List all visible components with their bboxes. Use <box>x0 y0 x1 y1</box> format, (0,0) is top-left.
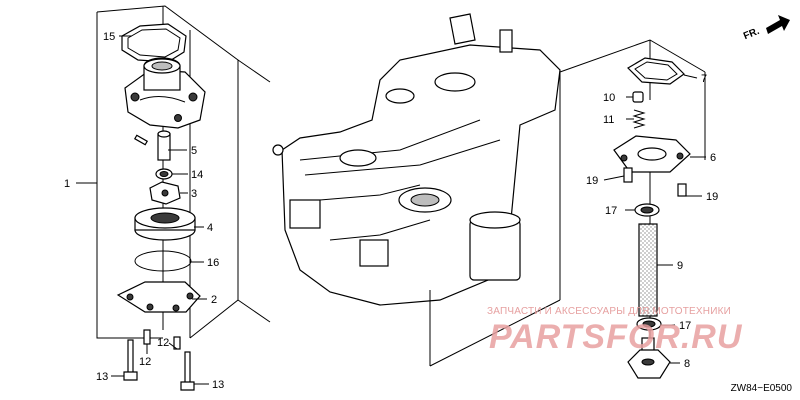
callout-3: 3 <box>191 188 197 200</box>
callout-11: 11 <box>603 114 614 126</box>
clamp-17-bottom <box>636 317 662 331</box>
callout-9: 9 <box>677 260 683 272</box>
callout-17b: 17 <box>679 320 691 332</box>
callout-17a: 17 <box>605 205 617 217</box>
callout-6: 6 <box>710 152 716 164</box>
watermark-logo: PARTSFOR.RU <box>489 318 743 356</box>
right-assembly-frame <box>429 39 706 367</box>
pump-cover-2 <box>116 281 201 313</box>
callout-12a: 12 <box>139 356 151 368</box>
callout-15: 15 <box>103 31 115 43</box>
outer-rotor-4 <box>134 207 196 241</box>
callout-leaders <box>76 35 706 385</box>
callout-2: 2 <box>211 294 217 306</box>
callout-19b: 19 <box>706 191 718 203</box>
pump-shaft-5 <box>133 130 171 161</box>
gasket-7 <box>627 57 685 85</box>
clamp-17-top <box>634 203 660 217</box>
front-direction-arrow <box>766 15 790 34</box>
callout-13b: 13 <box>212 379 224 391</box>
callout-1: 1 <box>64 178 70 190</box>
watermark-text: ЗАПЧАСТИ И АКСЕССУАРЫ ДЛЯ МОТОТЕХНИКИ <box>487 306 732 317</box>
o-ring-16 <box>134 250 192 272</box>
callout-19a: 19 <box>586 175 598 187</box>
inner-rotor-3 <box>149 181 181 205</box>
spring-11 <box>632 109 646 129</box>
hose-9 <box>638 223 658 317</box>
oil-pump-housing <box>124 57 206 129</box>
callout-labels: 15 1 5 14 3 4 16 2 12 12 13 13 7 10 11 6… <box>64 31 718 391</box>
callout-12b: 12 <box>157 337 169 349</box>
callout-14: 14 <box>191 169 203 181</box>
thermostat-cover-6 <box>613 135 691 173</box>
callout-4: 4 <box>207 222 213 234</box>
engine-block <box>272 13 561 306</box>
callout-13a: 13 <box>96 371 108 383</box>
gasket-15 <box>121 23 187 63</box>
bolts-19 <box>623 167 687 197</box>
callout-7: 7 <box>701 73 707 85</box>
callout-10: 10 <box>603 92 615 104</box>
cap-10 <box>632 91 644 103</box>
callout-8: 8 <box>684 358 690 370</box>
diagram-code: ZW84−E0500 <box>730 383 792 394</box>
fitting-8 <box>627 337 671 379</box>
ring-14 <box>155 168 173 180</box>
bolts-12-13 <box>123 329 195 391</box>
callout-16: 16 <box>207 257 219 269</box>
callout-5: 5 <box>191 145 197 157</box>
